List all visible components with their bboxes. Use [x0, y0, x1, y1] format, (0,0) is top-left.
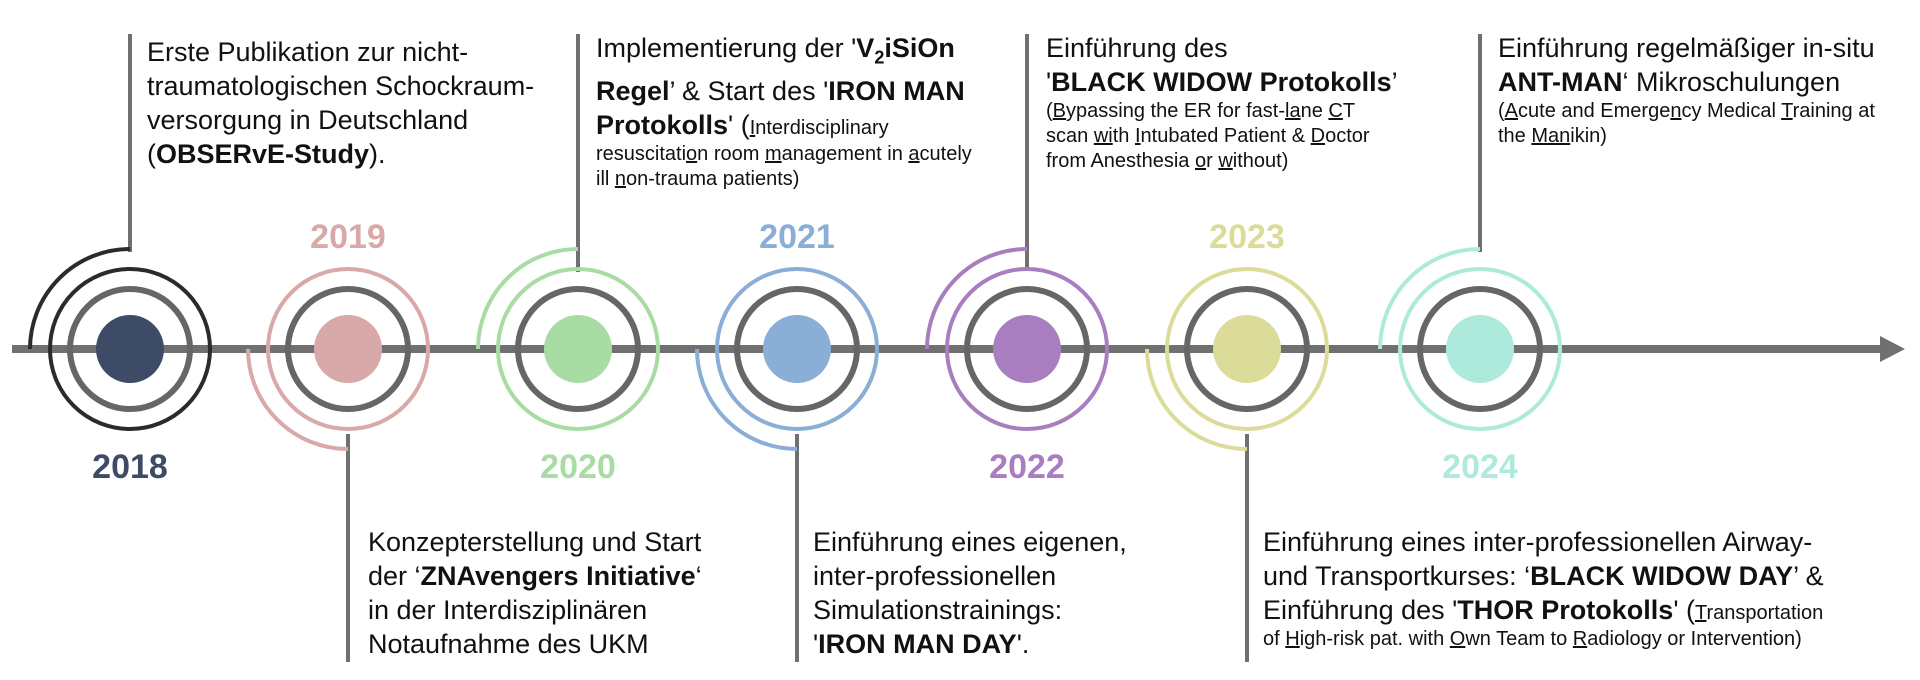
dot-2019 [314, 315, 382, 383]
node-2020 [476, 247, 660, 431]
outer-arc-2024 [1378, 247, 1481, 350]
ring-outer-2023 [1165, 267, 1329, 431]
event-2022-line5: from Anesthesia or without) [1046, 150, 1289, 172]
event-2020-line5: ill non-trauma patients) [596, 168, 800, 191]
event-2021-line4: 'IRON MAN DAY'. [813, 629, 1030, 659]
event-2020-line2: Regel’ & Start des 'IRON MAN [596, 76, 965, 107]
observe-study-label: OBSERvE-Study [156, 139, 370, 169]
event-2021-text: Einführung eines eigenen, inter-professi… [813, 525, 1127, 661]
event-2021-line3: Simulationstrainings: [813, 595, 1063, 625]
event-2023-line1: Einführung eines inter-professionellen A… [1263, 527, 1813, 557]
event-2023-text: Einführung eines inter-professionellen A… [1263, 525, 1824, 652]
event-2019-line3: in der Interdisziplinären [368, 595, 648, 625]
ring-outer-2019 [266, 267, 430, 431]
dot-2018 [96, 315, 164, 383]
event-2018-line3: versorgung in Deutschland [147, 105, 469, 135]
event-2020-line1: Implementierung der 'V2iSiOn [596, 33, 955, 68]
event-2022-line1: Einführung des [1046, 33, 1228, 63]
ring-outer-2018 [48, 267, 212, 431]
znavengers-initiative-label: ZNAvengers Initiative [420, 561, 696, 591]
event-2020-line3: Protokolls' (Interdisciplinary [596, 110, 889, 141]
event-2023-line4: of High-risk pat. with Own Team to Radio… [1263, 628, 1802, 650]
thor-protokolls-label: THOR Protokolls [1457, 595, 1674, 625]
year-label-2021: 2021 [759, 218, 835, 256]
node-2022 [925, 247, 1109, 431]
outer-arc-2020 [476, 247, 579, 350]
ring-outer-2022 [945, 267, 1109, 431]
ring-inner-2022 [964, 286, 1090, 412]
event-2020-text: Implementierung der 'V2iSiOn Regel’ & St… [596, 31, 972, 192]
event-2018-line1: Erste Publikation zur nicht- [147, 37, 469, 67]
year-label-2024: 2024 [1442, 448, 1518, 486]
event-2024-line4: the Manikin) [1498, 125, 1607, 147]
year-label-2023: 2023 [1209, 218, 1285, 256]
event-2023-line3: Einführung des 'THOR Protokolls' (Transp… [1263, 595, 1824, 625]
event-2018-line2: traumatologischen Schockraum- [147, 71, 535, 101]
event-2024-line2: ANT-MAN‘ Mikroschulungen [1498, 67, 1841, 97]
event-2022-line2: 'BLACK WIDOW Protokolls’ [1046, 67, 1398, 97]
event-2019-line2: der ‘ZNAvengers Initiative‘ [368, 561, 702, 591]
event-2023-line2: und Transportkurses: ‘BLACK WIDOW DAY’ & [1263, 561, 1824, 591]
event-2021-line2: inter-professionellen [813, 561, 1057, 591]
year-label-2019: 2019 [310, 218, 386, 256]
node-2024 [1378, 247, 1562, 431]
outer-arc-2023 [1145, 348, 1248, 451]
event-2022-text: Einführung des 'BLACK WIDOW Protokolls’ … [1046, 31, 1398, 174]
year-label-2022: 2022 [989, 448, 1065, 486]
node-2018 [28, 247, 212, 431]
outer-arc-2021 [695, 348, 798, 451]
outer-arc-2019 [246, 348, 349, 451]
ring-inner-2024 [1417, 286, 1543, 412]
ring-inner-2020 [515, 286, 641, 412]
timeline-arrowhead [1880, 336, 1905, 362]
year-label-2020: 2020 [540, 448, 616, 486]
node-2021 [695, 267, 879, 451]
event-2022-line3: (Bypassing the ER for fast-lane CT [1046, 100, 1356, 122]
iron-man-day-label: IRON MAN DAY [818, 629, 1017, 659]
ring-inner-2021 [734, 286, 860, 412]
event-2024-line3: (Acute and Emergency Medical Training at [1498, 100, 1875, 122]
ring-inner-2019 [285, 286, 411, 412]
ring-outer-2024 [1398, 267, 1562, 431]
ring-outer-2020 [496, 267, 660, 431]
black-widow-day-label: BLACK WIDOW DAY [1530, 561, 1794, 591]
event-2019-line1: Konzepterstellung und Start [368, 527, 702, 557]
dot-2021 [763, 315, 831, 383]
dot-2020 [544, 315, 612, 383]
ant-man-label: ANT-MAN [1498, 67, 1623, 97]
node-2023 [1145, 267, 1329, 451]
node-2019 [246, 267, 430, 451]
event-2022-line4: scan with Intubated Patient & Doctor [1046, 125, 1370, 147]
dot-2023 [1213, 315, 1281, 383]
event-2024-line1: Einführung regelmäßiger in-situ [1498, 33, 1875, 63]
black-widow-protokolls-label: BLACK WIDOW Protokolls [1051, 67, 1392, 97]
event-2019-line4: Notaufnahme des UKM [368, 629, 649, 659]
dot-2024 [1446, 315, 1514, 383]
event-2019-text: Konzepterstellung und Start der ‘ZNAveng… [368, 525, 702, 661]
dot-2022 [993, 315, 1061, 383]
year-label-2018: 2018 [92, 448, 168, 486]
ring-outer-2021 [715, 267, 879, 431]
event-2024-text: Einführung regelmäßiger in-situ ANT-MAN‘… [1498, 31, 1875, 149]
ring-inner-2023 [1184, 286, 1310, 412]
event-2018-text: Erste Publikation zur nicht- traumatolog… [147, 35, 534, 171]
ring-inner-2018 [67, 286, 193, 412]
event-2021-line1: Einführung eines eigenen, [813, 527, 1127, 557]
outer-arc-2022 [925, 247, 1028, 350]
event-2020-line4: resuscitation room management in acutely [596, 143, 972, 166]
outer-arc-2018 [28, 247, 131, 350]
event-2018-line4: (OBSERvE-Study). [147, 139, 386, 169]
